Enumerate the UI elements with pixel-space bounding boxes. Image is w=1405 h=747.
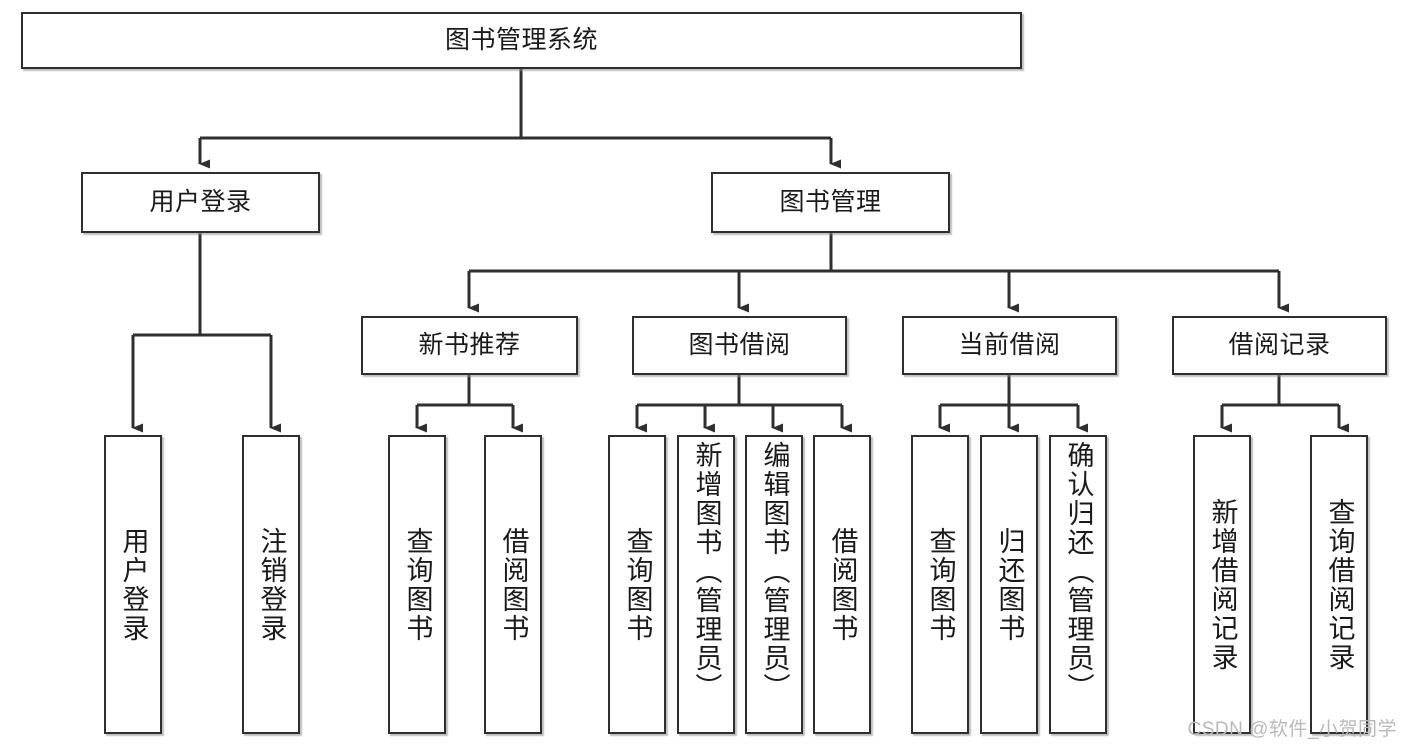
node-root-label: 图书管理系统	[444, 25, 598, 54]
node-leaf-query-book-3-label: 查询图书	[925, 526, 956, 643]
node-leaf-edit-book[interactable]: 编辑图书（管理员）	[745, 435, 803, 734]
node-leaf-query-book-1[interactable]: 查询图书	[388, 435, 446, 734]
node-leaf-return-book-label: 归还图书	[994, 526, 1025, 643]
node-new-book-recommend[interactable]: 新书推荐	[361, 316, 578, 375]
node-leaf-query-record[interactable]: 查询借阅记录	[1310, 435, 1368, 734]
node-leaf-confirm-return-label: 确认归还（管理员）	[1063, 441, 1094, 702]
node-leaf-add-record-label: 新增借阅记录	[1207, 497, 1238, 672]
node-leaf-add-book-label: 新增图书（管理员）	[691, 441, 722, 702]
node-leaf-add-book[interactable]: 新增图书（管理员）	[677, 435, 735, 734]
node-borrow-record[interactable]: 借阅记录	[1172, 316, 1387, 375]
node-leaf-add-record[interactable]: 新增借阅记录	[1193, 435, 1251, 734]
node-new-book-recommend-label: 新书推荐	[418, 330, 521, 359]
node-leaf-edit-book-label: 编辑图书（管理员）	[759, 441, 790, 702]
node-user-login-label: 用户登录	[149, 187, 252, 216]
node-user-login[interactable]: 用户登录	[81, 172, 320, 233]
node-leaf-query-book-2-label: 查询图书	[622, 526, 653, 643]
node-current-borrow[interactable]: 当前借阅	[902, 316, 1117, 375]
node-leaf-query-book-1-label: 查询图书	[402, 526, 433, 643]
node-leaf-borrow-book-2-label: 借阅图书	[827, 526, 858, 643]
node-root[interactable]: 图书管理系统	[21, 12, 1022, 69]
node-leaf-query-record-label: 查询借阅记录	[1324, 497, 1355, 672]
node-leaf-return-book[interactable]: 归还图书	[980, 435, 1038, 734]
watermark-text: CSDN @软件_小贺同学	[1187, 719, 1397, 740]
node-leaf-user-logout-label: 注销登录	[256, 526, 287, 643]
node-leaf-user-login[interactable]: 用户登录	[104, 435, 162, 734]
node-book-management[interactable]: 图书管理	[711, 172, 950, 233]
node-leaf-user-login-label: 用户登录	[118, 526, 149, 643]
node-leaf-confirm-return[interactable]: 确认归还（管理员）	[1049, 435, 1107, 734]
node-current-borrow-label: 当前借阅	[958, 330, 1061, 359]
node-book-management-label: 图书管理	[779, 187, 882, 216]
node-leaf-borrow-book-1-label: 借阅图书	[498, 526, 529, 643]
node-borrow-record-label: 借阅记录	[1228, 330, 1331, 359]
node-leaf-query-book-3[interactable]: 查询图书	[911, 435, 969, 734]
node-book-borrow[interactable]: 图书借阅	[632, 316, 847, 375]
node-leaf-user-logout[interactable]: 注销登录	[242, 435, 300, 734]
node-leaf-query-book-2[interactable]: 查询图书	[608, 435, 666, 734]
node-leaf-borrow-book-1[interactable]: 借阅图书	[484, 435, 542, 734]
node-leaf-borrow-book-2[interactable]: 借阅图书	[813, 435, 871, 734]
node-book-borrow-label: 图书借阅	[688, 330, 791, 359]
